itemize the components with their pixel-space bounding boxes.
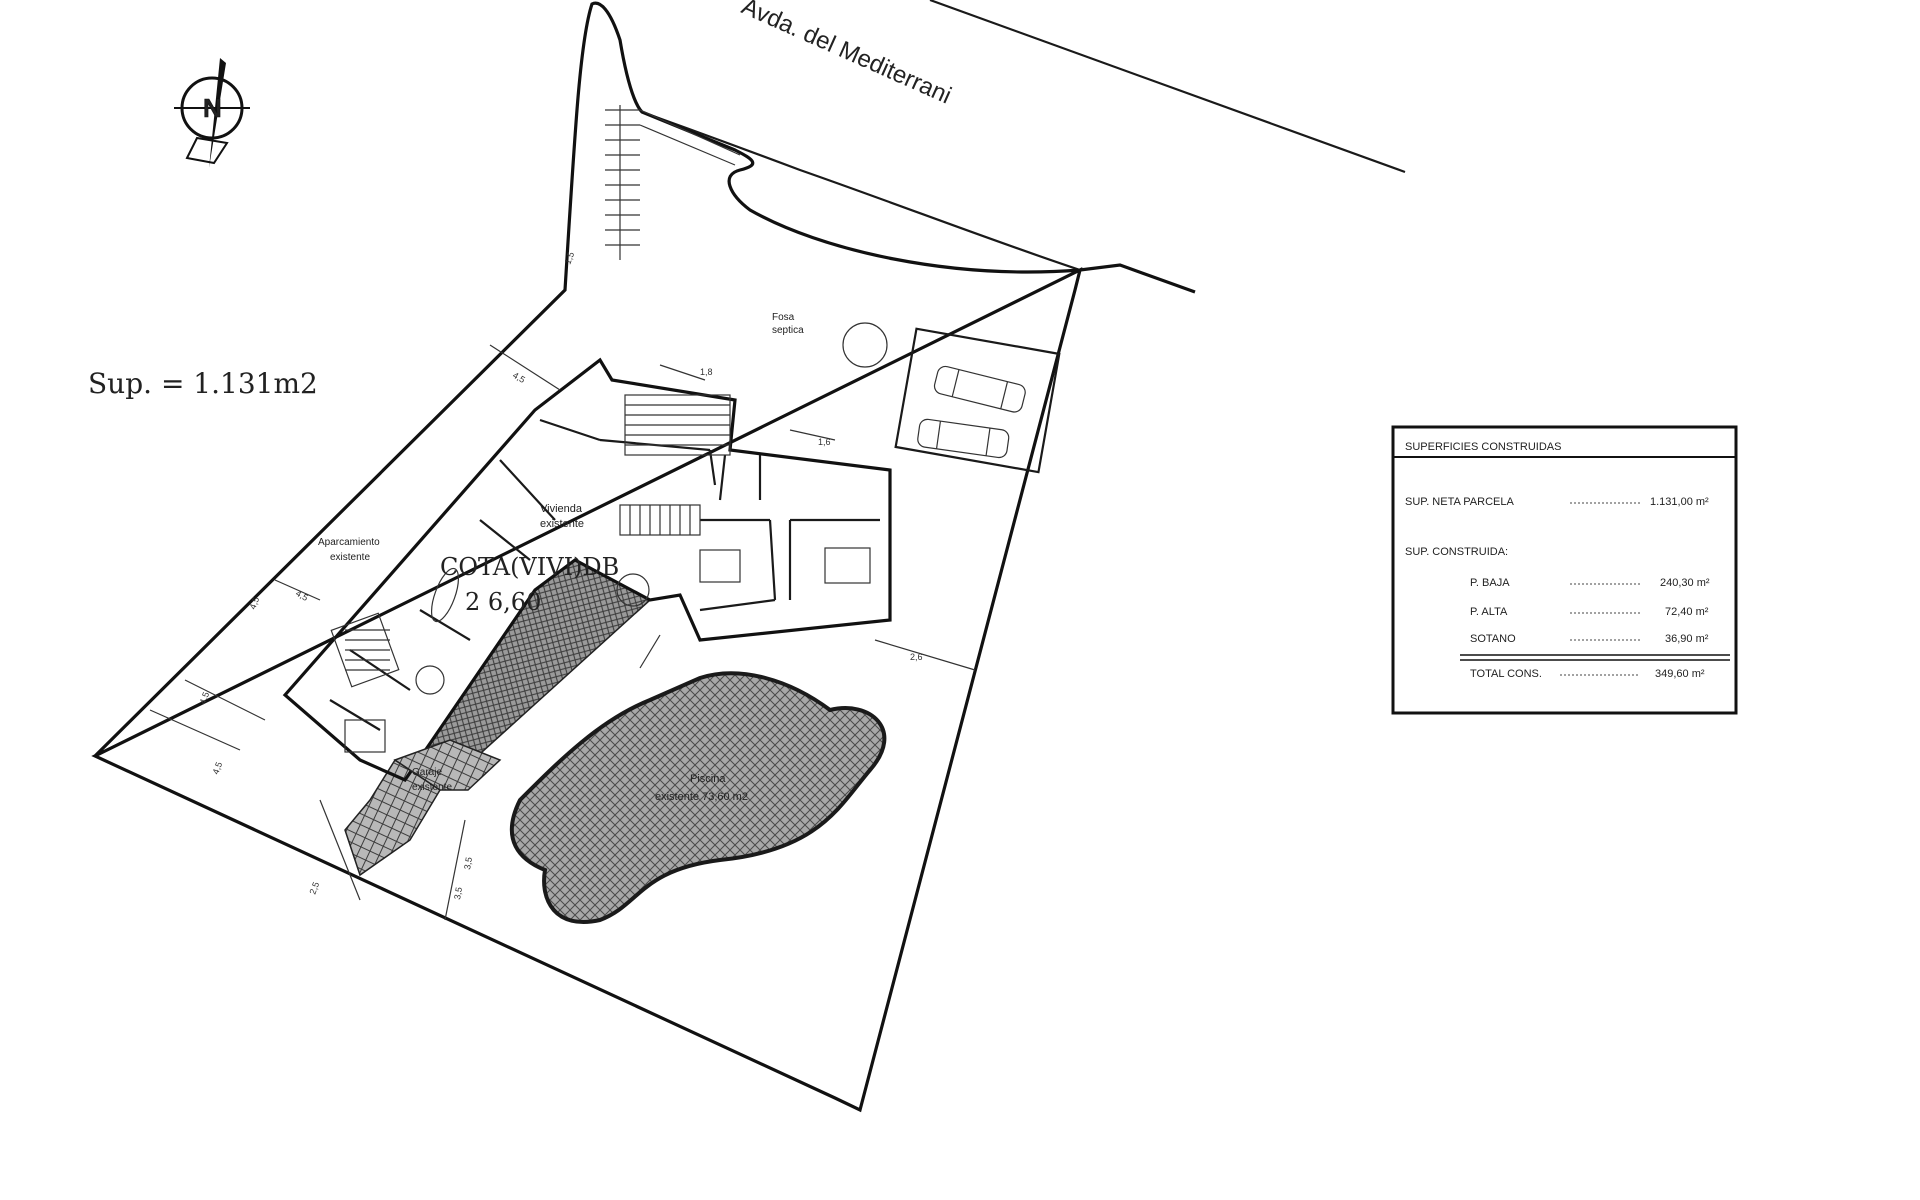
bed-1 <box>699 549 741 583</box>
parked-car-2 <box>917 418 1010 459</box>
dim-9: 2,6 <box>910 652 923 662</box>
dimension-lines <box>149 344 976 921</box>
dim-7: 3,5 <box>462 856 474 870</box>
plot-area-label: Sup. = 1.131m2 <box>88 367 318 400</box>
row-baja-label: P. BAJA <box>1470 577 1510 589</box>
pool-label-1: Piscina <box>690 773 726 785</box>
dim-3: 4,5 <box>197 691 211 706</box>
neta-label: SUP. NETA PARCELA <box>1405 496 1514 508</box>
table-title: SUPERFICIES CONSTRUIDAS <box>1405 441 1561 453</box>
fosa-label-2: septica <box>772 325 804 336</box>
dim-1: 4,5 <box>294 588 310 603</box>
round-table-2 <box>415 665 445 695</box>
cota-label-1: COTA(VIVI)DB <box>440 553 619 581</box>
total-value: 349,60 m² <box>1655 668 1705 680</box>
neta-value: 1.131,00 m² <box>1650 496 1709 508</box>
street-edge-upper <box>929 0 1406 174</box>
dim-8: 3,5 <box>452 886 464 900</box>
house-outline <box>282 357 892 783</box>
aparcamiento-label-2: existente <box>330 552 370 563</box>
parking-pad <box>894 327 1061 474</box>
garage-area <box>393 739 502 791</box>
access-path <box>639 109 741 166</box>
plot-outline <box>91 1 1196 1113</box>
garage-label-1: Garaje <box>412 767 442 778</box>
dim-5: 4,5 <box>247 596 261 611</box>
round-table <box>616 573 650 607</box>
fosa-label-1: Fosa <box>772 312 795 323</box>
septic-tank <box>842 322 888 368</box>
dim-6: 2,5 <box>307 881 321 896</box>
row-alta-value: 72,40 m² <box>1665 606 1709 618</box>
dim-0: 4,5 <box>511 370 527 385</box>
bed-3 <box>344 719 386 753</box>
dim-10: 1,6 <box>818 437 831 447</box>
north-arrow: N <box>174 58 250 168</box>
construida-label: SUP. CONSTRUIDA: <box>1405 546 1508 558</box>
vivienda-label-2: existente <box>540 518 584 530</box>
aparcamiento-label-1: Aparcamiento <box>318 537 380 548</box>
stair-block-left <box>330 612 400 688</box>
surfaces-table: SUPERFICIES CONSTRUIDAS SUP. NETA PARCEL… <box>1391 425 1738 715</box>
dining-table <box>430 567 460 623</box>
row-sotano-label: SOTANO <box>1470 633 1516 645</box>
total-label: TOTAL CONS. <box>1470 668 1542 680</box>
stair-block-top <box>624 394 731 456</box>
dim-11: 1,8 <box>700 367 713 377</box>
swimming-pool <box>509 671 887 924</box>
access-stair <box>605 105 640 260</box>
vivienda-label-1: Vivienda <box>540 503 583 515</box>
row-baja-value: 240,30 m² <box>1660 577 1710 589</box>
street-name: Avda. del Mediterrani <box>738 0 956 110</box>
dim-2: 1,5 <box>562 251 576 266</box>
pool-label-2: existente 73,60 m2 <box>655 791 748 803</box>
dim-4: 4,5 <box>210 761 224 776</box>
bed-2 <box>824 547 871 584</box>
stair-block-mid <box>619 504 701 536</box>
parked-car-1 <box>933 365 1026 413</box>
cota-label-2: 2 6,60 <box>465 588 541 616</box>
street-edge-lower <box>641 110 1081 272</box>
north-label: N <box>203 93 222 123</box>
row-sotano-value: 36,90 m² <box>1665 633 1709 645</box>
garage-label-2: existente <box>412 782 452 793</box>
row-alta-label: P. ALTA <box>1470 606 1508 618</box>
